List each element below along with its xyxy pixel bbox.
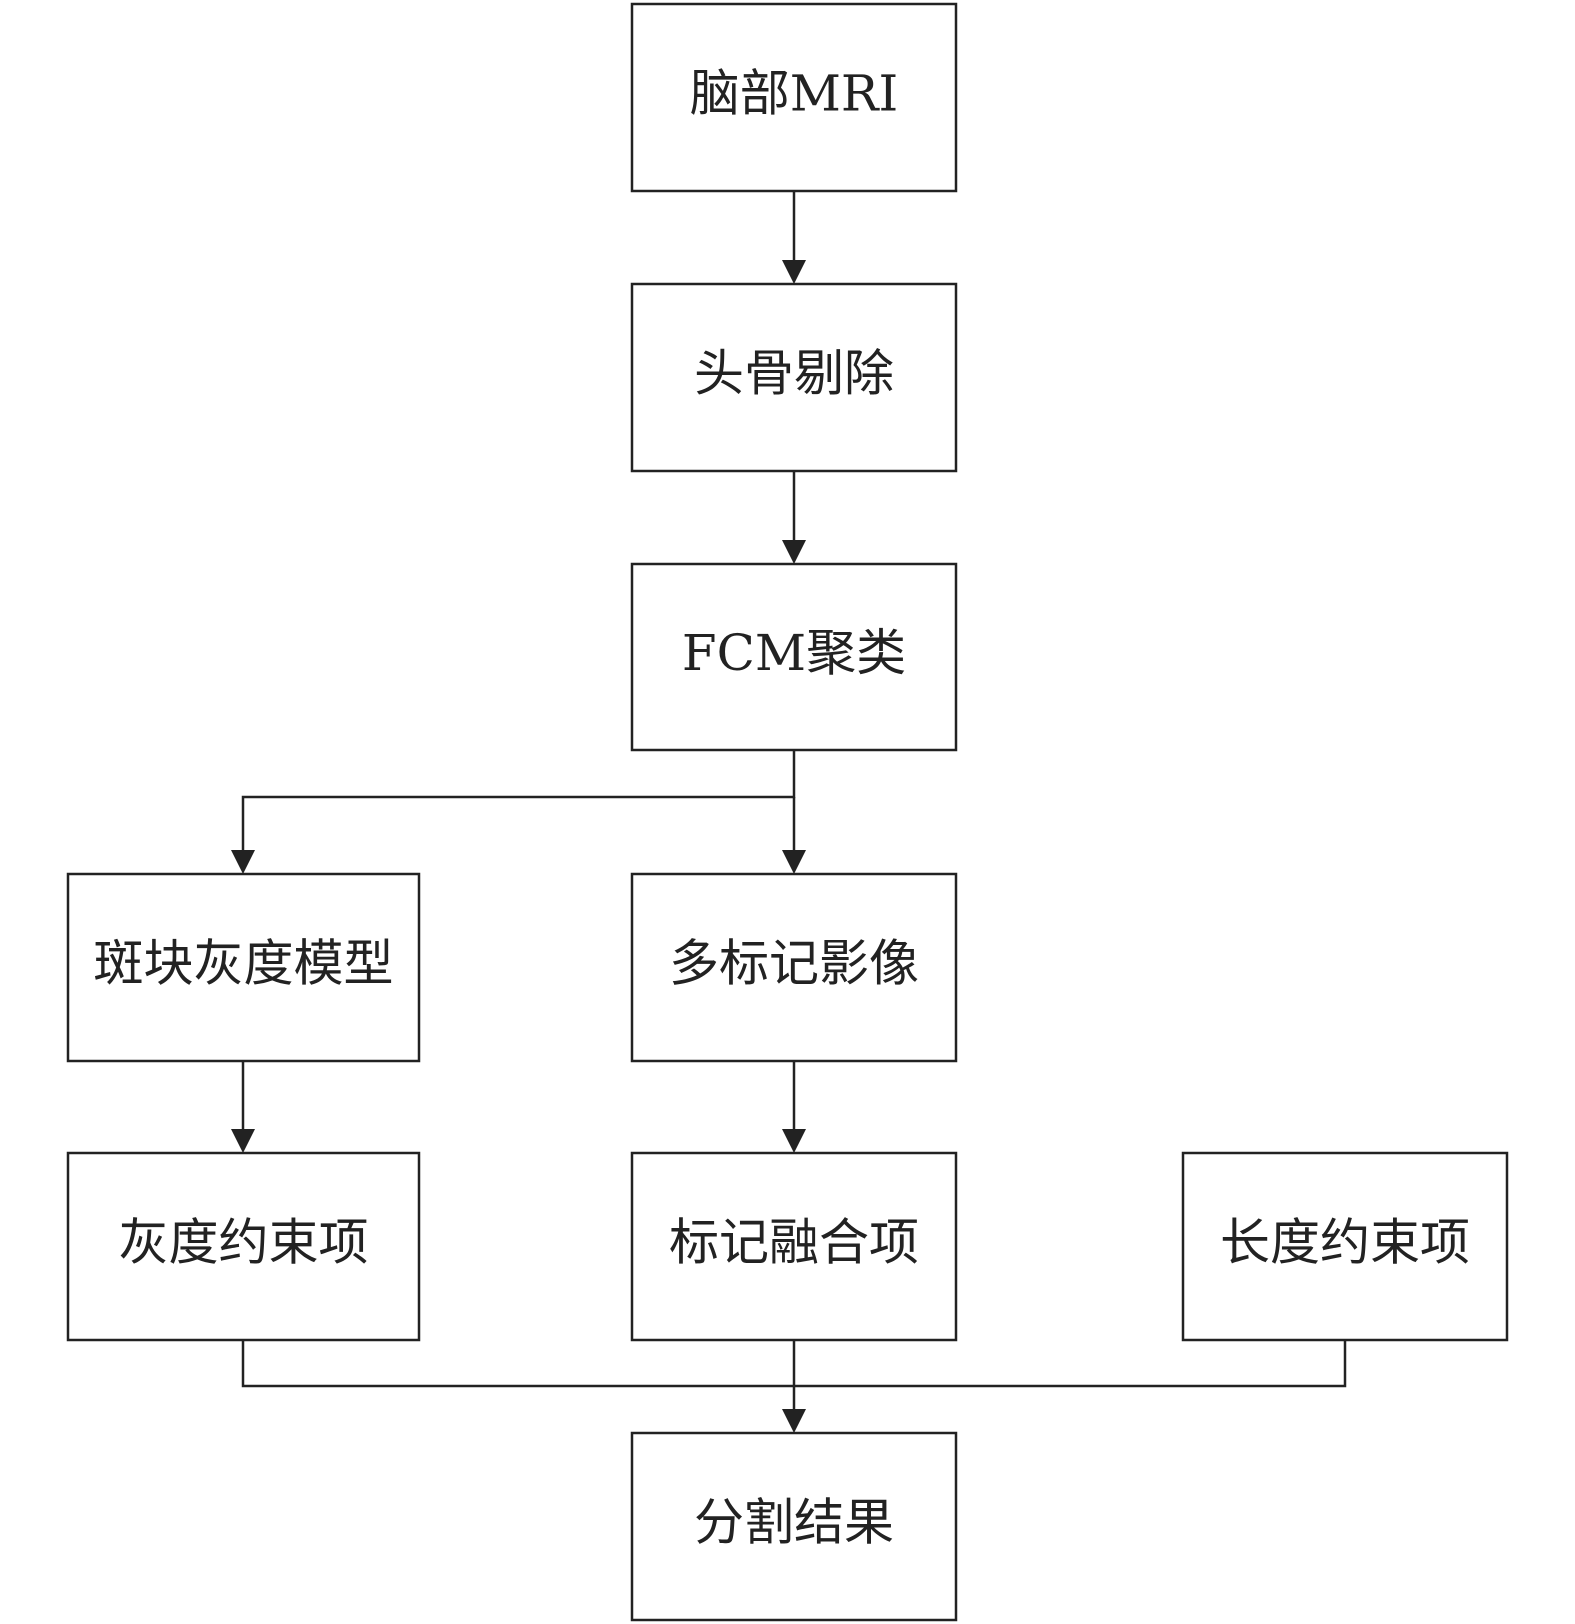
- arrowhead: [782, 1409, 806, 1433]
- node-label: 头骨剔除: [694, 345, 894, 403]
- node-label: FCM聚类: [682, 624, 906, 682]
- node-seg-result: 分割结果: [630, 1431, 958, 1622]
- node-label: 分割结果: [694, 1494, 894, 1552]
- node-label: 标记融合项: [669, 1214, 919, 1272]
- edge-gray-constraint-to-seg-result: [241, 1340, 794, 1388]
- edge-fcm-to-plaque-gray-model: [241, 750, 796, 852]
- arrowhead: [782, 1129, 806, 1153]
- arrowhead: [782, 850, 806, 874]
- node-brain-mri: 脑部MRI: [630, 2, 958, 193]
- node-multi-atlas: 多标记影像: [630, 872, 958, 1063]
- node-label: 脑部MRI: [690, 65, 899, 123]
- arrowhead: [782, 260, 806, 284]
- node-label: 长度约束项: [1220, 1214, 1470, 1272]
- edge-length-constraint-to-seg-result: [794, 1340, 1347, 1388]
- node-label: 灰度约束项: [119, 1214, 369, 1272]
- node-label-fusion: 标记融合项: [630, 1151, 958, 1342]
- node-gray-constraint: 灰度约束项: [66, 1151, 421, 1342]
- node-label: 多标记影像: [669, 935, 919, 993]
- node-fcm-cluster: FCM聚类: [630, 562, 958, 752]
- arrowhead: [231, 850, 255, 874]
- node-label: 斑块灰度模型: [94, 935, 394, 993]
- connectors: [231, 191, 1347, 1433]
- node-length-constraint: 长度约束项: [1181, 1151, 1509, 1342]
- arrowhead: [231, 1129, 255, 1153]
- arrowhead: [782, 540, 806, 564]
- node-skull-strip: 头骨剔除: [630, 282, 958, 473]
- node-plaque-gray-model: 斑块灰度模型: [66, 872, 421, 1063]
